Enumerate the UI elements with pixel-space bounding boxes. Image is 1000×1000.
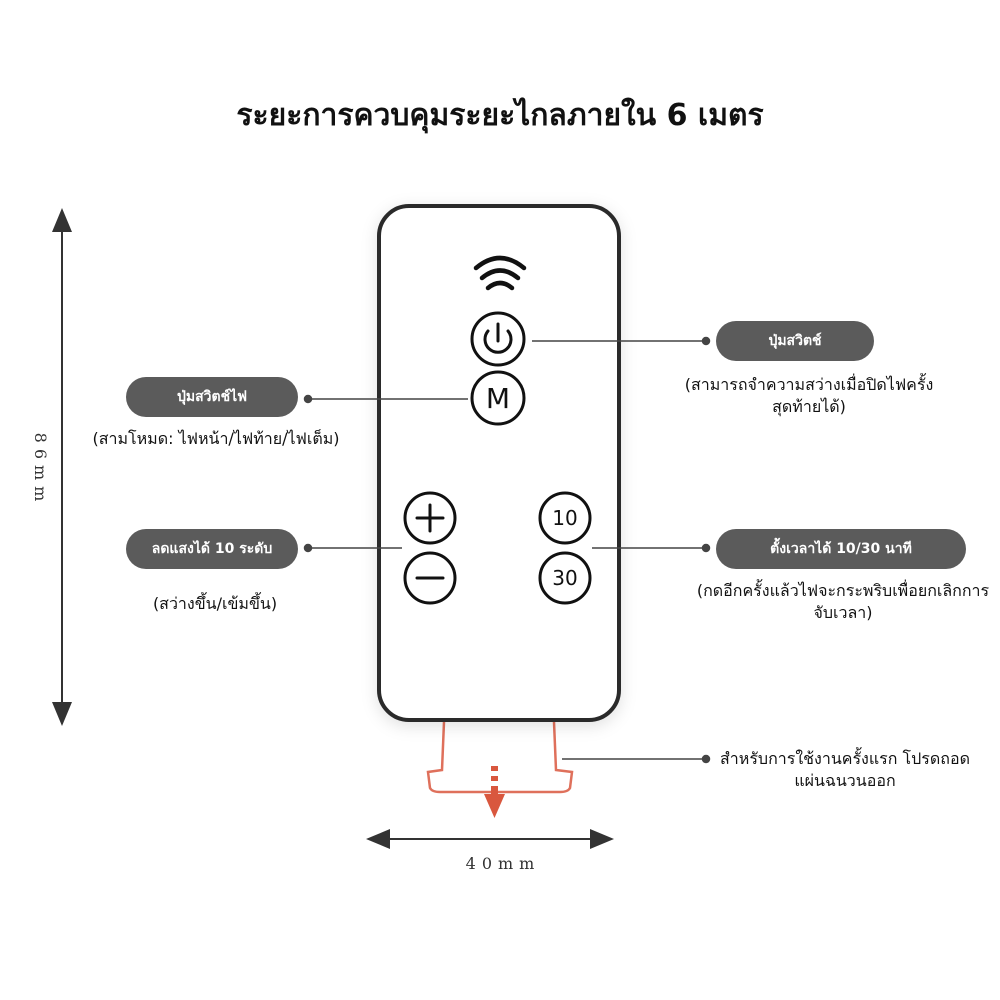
mode-button-label: M [485,381,511,415]
brightness-down-button[interactable] [403,551,457,605]
callout-timer-label: ตั้งเวลาได้ 10/30 นาที [716,529,966,569]
width-dimension-arrow [366,829,614,849]
timer-10-button[interactable] [538,491,592,545]
mode-button[interactable] [470,370,526,426]
battery-pull-tab [426,721,574,818]
plus-icon [415,503,445,533]
leader-lines [303,336,711,764]
callout-dimmer-label: ลดแสงได้ 10 ระดับ [126,529,298,569]
power-button[interactable] [470,311,526,367]
timer-10-label: 10 [552,506,578,530]
signal-icon [473,255,527,291]
power-icon [483,322,513,354]
height-dimension-label: 86mm [31,432,50,508]
diagram-title: ระยะการควบคุมระยะไกลภายใน 6 เมตร [236,98,764,133]
timer-30-button[interactable] [538,551,592,605]
callout-mode-note: (สามโหมด: ไฟหน้า/ไฟท้าย/ไฟเต็ม) [92,429,340,448]
callout-battery-note: สำหรับการใช้งานครั้งแรก โปรดถอดแผ่นฉนวนอ… [720,749,970,790]
callout-power-label: ปุ่มสวิตช์ [716,321,874,361]
callout-mode-label: ปุ่มสวิตช์ไฟ [126,377,298,417]
pull-arrow-icon [484,766,505,818]
height-dimension-arrow [52,208,72,726]
width-dimension-label: 40mm [465,854,541,873]
timer-30-label: 30 [552,566,578,590]
callout-power-note: (สามารถจำความสว่างเมื่อปิดไฟครั้งสุดท้าย… [684,375,934,416]
callout-dimmer-note: (สว่างขึ้น/เข้มขึ้น) [152,594,278,613]
brightness-up-button[interactable] [403,491,457,545]
callout-timer-note: (กดอีกครั้งแล้วไฟจะกระพริบเพื่อยกเลิกการ… [696,581,990,622]
